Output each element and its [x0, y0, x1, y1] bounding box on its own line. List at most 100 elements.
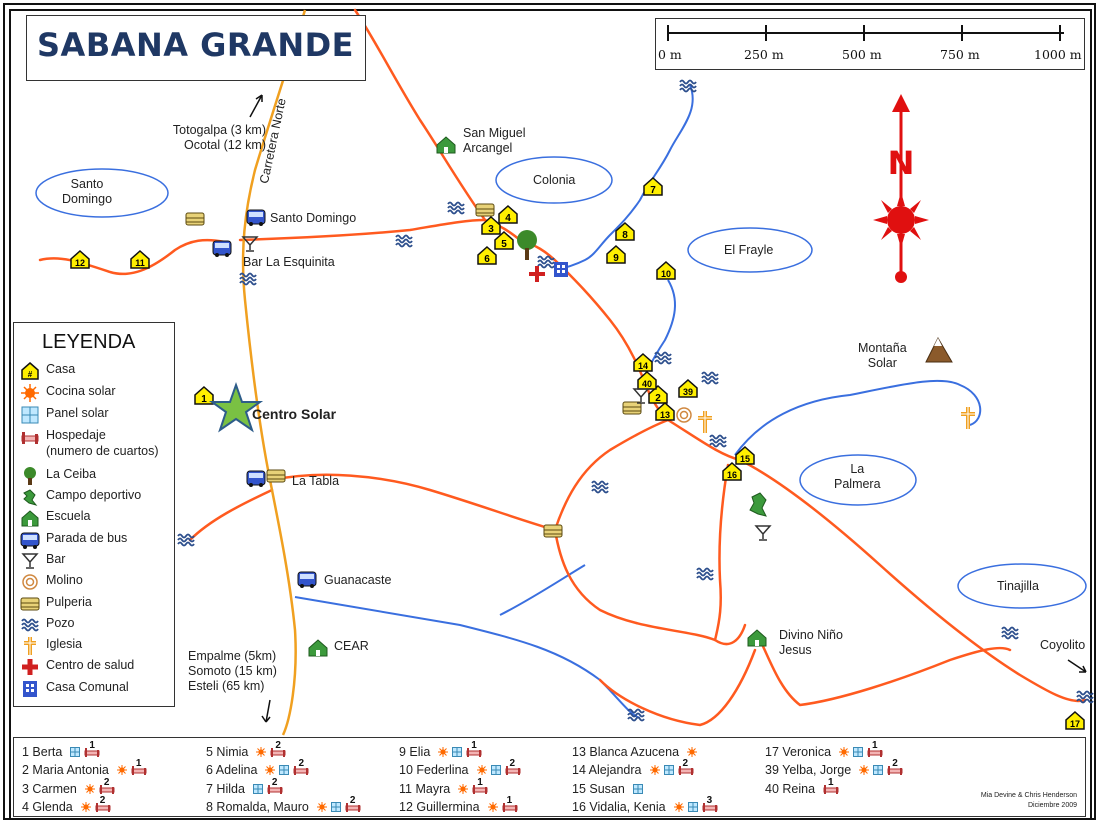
church-icon — [20, 636, 40, 656]
shop-icon — [266, 469, 286, 483]
solar-stove-icon — [487, 802, 498, 812]
bed-icon: 1 — [472, 777, 488, 795]
household-name: 15 Susan — [572, 782, 625, 796]
credit-date: Diciembre 2009 — [1027, 802, 1077, 809]
solar-stove-icon — [20, 383, 40, 403]
house-number-9: 9 — [613, 253, 619, 264]
well-icon — [701, 371, 719, 385]
bus-stop-icon — [246, 209, 266, 227]
bed-icon: 1 — [466, 740, 482, 758]
well-icon — [654, 351, 672, 365]
house-number-6: 6 — [484, 254, 490, 265]
river-guanacaste — [499, 564, 586, 616]
scale-bar-line — [667, 25, 1064, 41]
solar-stove-icon — [649, 765, 660, 775]
title-box: SABANA GRANDE — [26, 15, 366, 81]
road-south — [553, 418, 670, 532]
bed-icon: 1 — [823, 777, 839, 795]
scale-label-1000: 1000 m — [1034, 47, 1082, 62]
shop-icon — [622, 401, 642, 415]
household-name: 16 Vidalia, Kenia — [572, 800, 666, 814]
label-bar-la-esquinita: Bar La Esquinita — [243, 255, 335, 269]
solar-stove-icon — [859, 765, 870, 775]
house-icon: # — [20, 361, 40, 381]
household-entry: 12 Guillermina 1 — [399, 795, 518, 816]
road-east — [666, 418, 1087, 703]
well-icon — [447, 201, 465, 215]
legend-item-label: Escuela — [46, 509, 91, 523]
legend-item-label: Centro de salud — [46, 658, 135, 672]
household-entry: 14 Alejandra 2 — [572, 758, 694, 779]
household-entry: 1 Berta 1 — [22, 740, 100, 761]
cloud-la-palmera — [799, 454, 917, 506]
bed-icon: 2 — [678, 758, 694, 776]
community-house-icon — [554, 262, 568, 277]
shop-icon — [543, 524, 563, 538]
room-count: 2 — [509, 758, 516, 769]
sports-field-icon — [20, 487, 40, 507]
legend-item-label: Campo deportivo — [46, 488, 142, 502]
room-count: 1 — [89, 740, 95, 751]
svg-text:#: # — [28, 370, 33, 379]
bed-icon: 1 — [867, 740, 883, 758]
legend-item-label: Cocina solar — [46, 384, 116, 398]
house-number-5: 5 — [501, 239, 507, 250]
well-icon — [395, 234, 413, 248]
cloud-tinajilla — [957, 563, 1087, 609]
bed-icon: 2 — [99, 777, 115, 795]
road-loop — [553, 528, 747, 646]
legend-item: Pulperia — [20, 594, 92, 614]
legend-item: Centro de salud — [20, 657, 134, 677]
scale-label-750: 750 m — [940, 47, 980, 62]
solar-stove-icon — [80, 802, 91, 812]
bus-stop-icon — [297, 571, 317, 589]
solar-panel-icon — [252, 784, 263, 794]
household-name: 1 Berta — [22, 745, 63, 759]
shop-icon — [475, 203, 495, 217]
house-number-14: 14 — [638, 361, 648, 371]
credit-authors: Mia Devine & Chris Henderson — [980, 792, 1077, 799]
scale-bar: 0 m 250 m 500 m 750 m 1000 m — [655, 18, 1085, 70]
bed-icon: 2 — [345, 795, 361, 813]
household-name: 12 Guillermina — [399, 800, 480, 814]
arrow-north — [249, 94, 263, 118]
household-name: 2 Maria Antonia — [22, 763, 109, 777]
label-divino-nino: Divino Niño Jesus — [779, 628, 843, 657]
household-name: 11 Mayra — [399, 782, 451, 796]
room-count: 1 — [135, 758, 142, 769]
household-name: 7 Hilda — [206, 782, 245, 796]
household-name: 14 Alejandra — [572, 763, 642, 777]
room-count: 2 — [99, 795, 106, 806]
legend-item-label: Panel solar — [46, 406, 109, 420]
cloud-santo-domingo — [35, 168, 169, 218]
community-house-icon — [20, 679, 40, 699]
solar-panel-icon — [20, 405, 40, 425]
bed-icon: 2 — [270, 740, 286, 758]
household-name: 9 Elia — [399, 745, 431, 759]
legend-item: Casa Comunal — [20, 679, 129, 699]
bed-icon: 1 — [502, 795, 518, 813]
house-number-15: 15 — [740, 454, 750, 464]
cloud-el-frayle — [687, 227, 813, 273]
legend-item-label: La Ceiba — [46, 467, 97, 481]
label-montana-solar: Montaña Solar — [858, 341, 907, 370]
solar-panel-icon — [687, 802, 698, 812]
north-arrow: N — [873, 94, 929, 283]
solar-stove-icon — [458, 784, 469, 794]
solar-stove-icon — [256, 747, 267, 757]
legend-item: Cocina solar — [20, 383, 115, 403]
household-name: 13 Blanca Azucena — [572, 745, 680, 759]
label-santo-domingo-stop: Santo Domingo — [270, 211, 357, 225]
solar-stove-icon — [84, 784, 95, 794]
school-icon — [308, 639, 328, 657]
legend-item: Bar — [20, 551, 65, 571]
house-number-40: 40 — [642, 379, 652, 389]
